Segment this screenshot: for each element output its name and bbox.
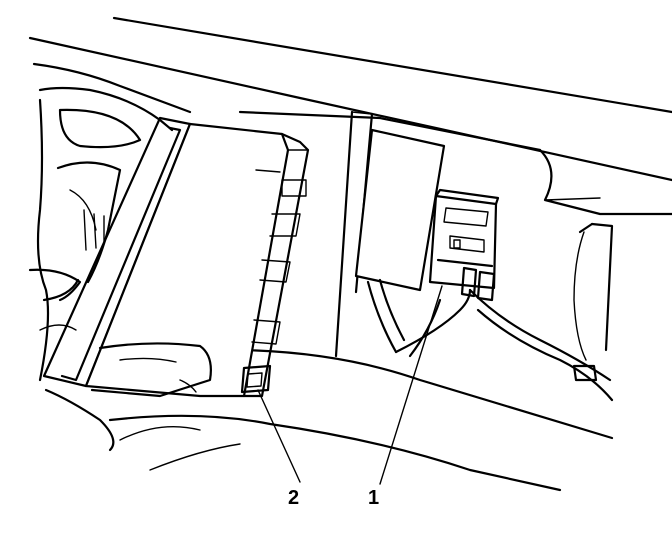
connector <box>428 188 500 302</box>
dashboard-outline <box>28 16 672 492</box>
wiring-harness <box>366 278 614 402</box>
module-frame <box>42 116 310 398</box>
callout-1-label: 1 <box>368 487 379 509</box>
steering-column-trim <box>28 86 174 452</box>
leader-lines <box>257 285 443 485</box>
callout-2-leader <box>257 389 301 483</box>
callout-2-label: 2 <box>288 487 299 509</box>
callout-1-leader <box>379 285 443 485</box>
fastener <box>240 364 272 394</box>
label-panel <box>354 128 446 292</box>
side-bracket <box>572 222 614 382</box>
